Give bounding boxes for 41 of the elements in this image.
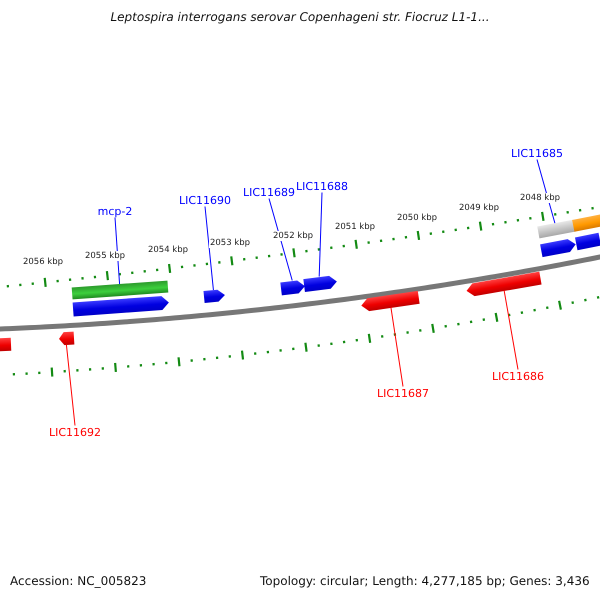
gene-feature <box>58 331 74 345</box>
feature-bar <box>536 220 576 238</box>
gene-feature <box>280 279 306 295</box>
scale-label: 2053 kbp <box>208 238 252 248</box>
feature-bar <box>574 232 600 250</box>
gene-label: LIC11689 <box>242 186 296 198</box>
gene-feature <box>202 289 226 303</box>
leader-line <box>204 206 214 291</box>
gene-label: LIC11687 <box>376 386 430 400</box>
gene-feature <box>72 296 170 316</box>
leader-line <box>536 159 556 224</box>
leader-line <box>268 198 293 282</box>
gene-feature <box>302 274 338 292</box>
leader-line <box>66 344 76 426</box>
gene-feature <box>360 290 420 312</box>
scale-label: 2051 kbp <box>334 222 376 232</box>
leader-line <box>390 306 404 387</box>
gene-feature <box>464 271 542 297</box>
scale-label: 2049 kbp <box>458 203 500 213</box>
feature-bar <box>72 280 168 300</box>
map-info: Topology: circular; Length: 4,277,185 bp; Genes: 3,436 <box>260 574 590 588</box>
map-title: Leptospira interrogans serovar Copenhageni str. Fiocruz L1-1... <box>109 10 491 24</box>
scale-label: 2050 kbp <box>396 213 438 223</box>
scale-label: 2054 kbp <box>146 245 190 255</box>
gene-label: LIC11692 <box>48 426 102 438</box>
gene-label: LIC11685 <box>510 146 564 160</box>
gene-label: mcp-2 <box>98 204 132 218</box>
gene-label: LIC11690 <box>178 194 232 206</box>
scale-label: 2056 kbp <box>22 257 64 267</box>
map-info: Accession: NC_005823 <box>10 574 146 588</box>
leader-line <box>504 290 518 370</box>
scale-label: 2048 kbp <box>518 193 562 203</box>
scale-label: 2055 kbp <box>84 251 126 261</box>
scale-label: 2052 kbp <box>272 231 314 241</box>
feature-bar <box>0 337 12 351</box>
leader-line <box>114 217 120 285</box>
gene-feature <box>540 237 576 257</box>
feature-bar <box>572 214 600 232</box>
gene-label: LIC11688 <box>296 180 348 192</box>
gene-label: LIC11686 <box>492 370 544 382</box>
leader-line <box>318 192 322 278</box>
